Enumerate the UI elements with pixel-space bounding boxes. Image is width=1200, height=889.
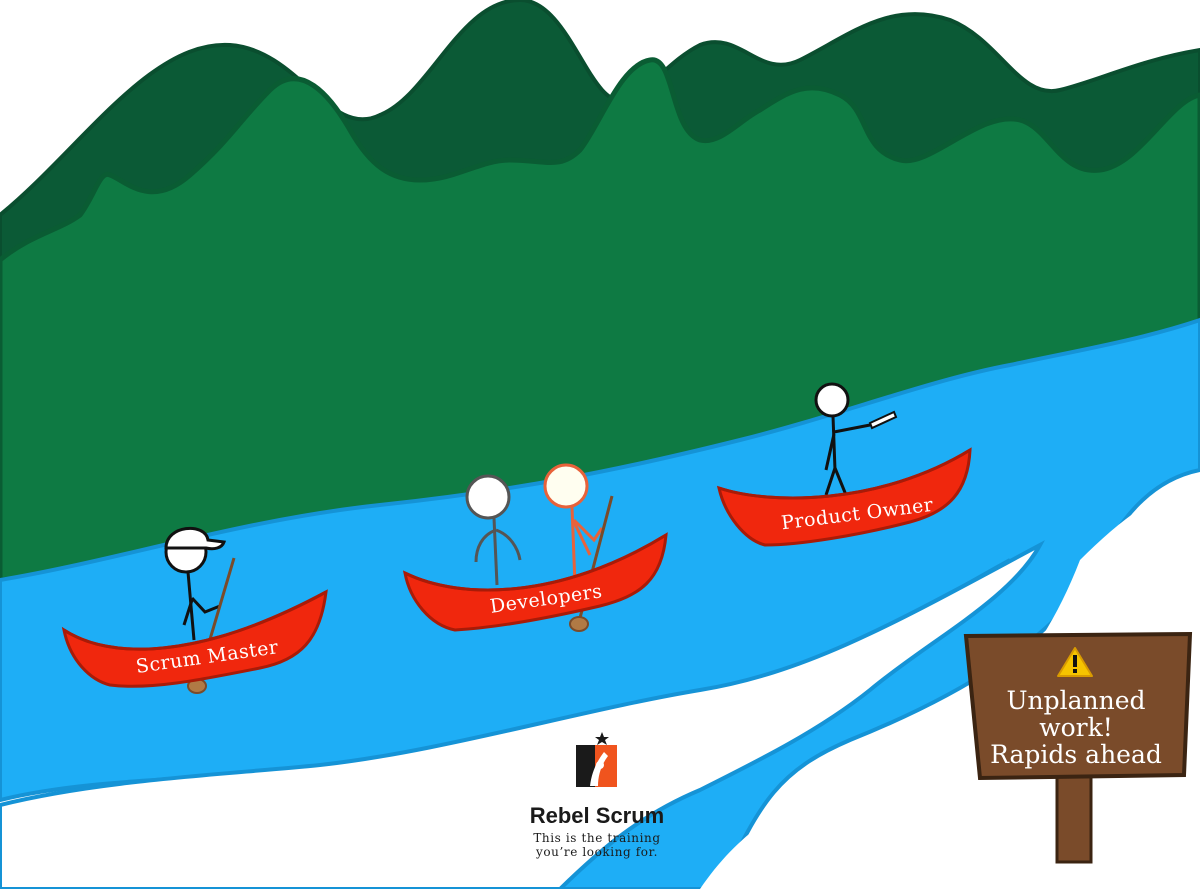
sign-board: [963, 631, 1193, 781]
logo-name: Rebel Scrum: [530, 803, 665, 828]
rebel-scrum-emblem-icon: [576, 732, 617, 787]
developer-figure-two: [543, 463, 614, 632]
sign-line-2: work!: [1039, 713, 1113, 742]
rebel-scrum-logo[interactable]: Rebel Scrum This is the training you’re …: [530, 732, 665, 859]
sign-line-3: Rapids ahead: [990, 740, 1162, 769]
product-owner-figure: [814, 382, 898, 496]
river-island: [0, 540, 1045, 889]
developer-figure-one: [465, 474, 522, 586]
pointing-pen-icon: [868, 410, 898, 430]
warning-sign: Unplanned work! Rapids ahead: [963, 631, 1193, 864]
logo-tagline-line-2: you’re looking for.: [535, 845, 658, 859]
product-owner-canoe: Product Owner: [716, 447, 972, 547]
baseball-cap-icon: [164, 526, 227, 551]
scrum-master-figure: [164, 526, 236, 694]
warning-icon: [1057, 647, 1093, 677]
sign-line-1: Unplanned: [1006, 686, 1145, 715]
developers-canoe: Developers: [402, 532, 668, 632]
sign-post: [1055, 768, 1093, 864]
logo-tagline-line-1: This is the training: [533, 831, 660, 845]
